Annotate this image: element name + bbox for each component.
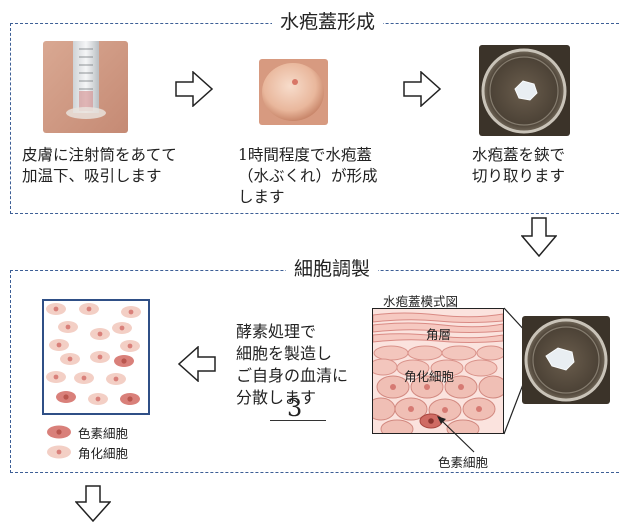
photo-petri-dish-small	[522, 316, 610, 404]
arrow-down-icon	[75, 485, 111, 526]
melanocyte-pointer-line	[441, 420, 474, 452]
